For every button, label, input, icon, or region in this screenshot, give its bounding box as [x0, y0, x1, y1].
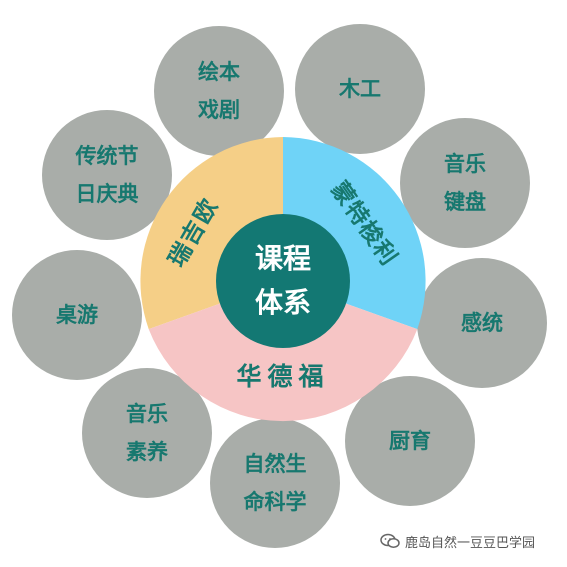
- course-bubble-traditional-festivals[interactable]: 传统节 日庆典: [42, 110, 172, 240]
- course-label: 自然生 命科学: [243, 452, 307, 514]
- wechat-icon: [380, 533, 400, 548]
- waldorf-label: 华德福: [236, 362, 329, 391]
- course-label: 桌游: [56, 303, 98, 327]
- course-label: 感统: [461, 311, 503, 335]
- course-bubble-nature-life-science[interactable]: 自然生 命科学: [210, 418, 340, 548]
- course-bubble-music-keyboard[interactable]: 音乐 键盘: [400, 118, 530, 248]
- core-course-system[interactable]: 课程 体系: [216, 214, 350, 348]
- course-bubble-picture-book-drama[interactable]: 绘本 戏剧: [154, 26, 284, 156]
- waldorf-segment[interactable]: [148, 281, 418, 422]
- course-label: 厨育: [389, 429, 431, 453]
- course-label: 音乐 素养: [126, 402, 168, 464]
- course-label: 传统节 日庆典: [75, 144, 139, 206]
- core-title-line2: 体系: [254, 286, 311, 319]
- core-title-line1: 课程: [254, 242, 311, 275]
- course-bubble-music-literacy[interactable]: 音乐 素养: [82, 368, 212, 498]
- watermark-text: 鹿岛自然一豆豆巴学园: [405, 535, 536, 551]
- course-bubble-woodwork[interactable]: 木工: [295, 24, 425, 154]
- course-bubble-cooking[interactable]: 厨育: [345, 376, 475, 506]
- course-label: 绘本 戏剧: [198, 60, 240, 122]
- course-label: 木工: [339, 77, 381, 101]
- course-label: 音乐 键盘: [444, 152, 486, 214]
- account-watermark: 鹿岛自然一豆豆巴学园: [380, 531, 535, 551]
- course-bubble-board-games[interactable]: 桌游: [12, 250, 142, 380]
- course-bubble-sensory-integration[interactable]: 感统: [417, 258, 547, 388]
